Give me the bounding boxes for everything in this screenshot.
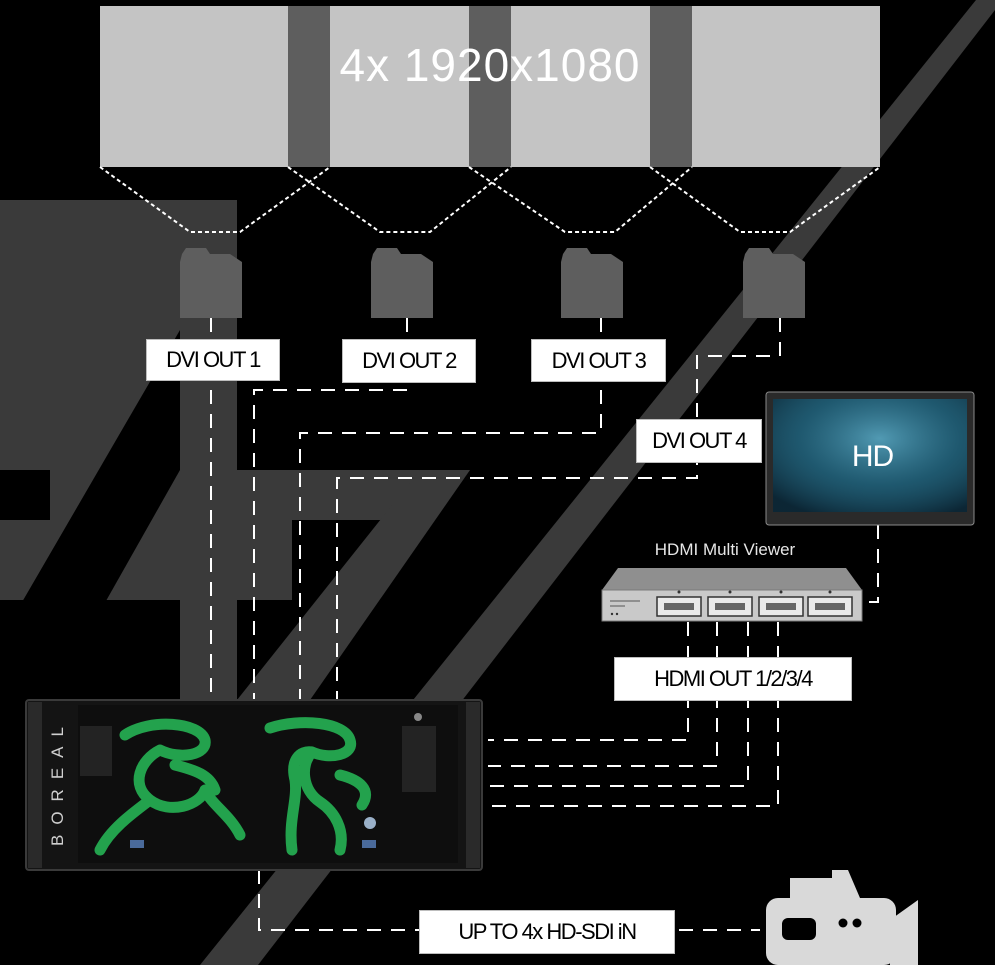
connector-plug-2 [371,248,433,318]
multiviewer-caption: HDMI Multi Viewer [654,540,796,559]
connector-plug-4 [743,248,805,318]
wall-bezel-2 [469,6,511,167]
dvi-out-3-label: DVI OUT 3 [531,339,666,382]
wall-bezel-3 [650,6,692,167]
hd-sdi-input-label: UP TO 4x HD-SDI iN [419,910,675,954]
server-brand-label: BOREAL [48,717,67,847]
connector-plug-1 [180,248,242,318]
connector-plug-3 [561,248,623,318]
video-wall-title: 4x 1920x1080 [339,39,641,91]
hdmi-port-4 [807,590,853,617]
hdmi-port-1 [656,590,702,617]
hdmi-port-2 [707,590,753,617]
boreal-logo [94,717,372,856]
hdmi-port-3 [758,590,804,617]
media-server [25,699,483,871]
vent-right [402,726,436,792]
projection-lines [99,166,881,233]
power-button [364,817,376,829]
connector-plugs [180,248,805,318]
hd-monitor [765,391,975,526]
hdmi-multiviewer [601,568,863,622]
dvi-out-4-label: DVI OUT 4 [636,419,762,463]
video-wall [100,6,880,167]
camera-lens [782,918,816,940]
camera [766,870,918,965]
hdmi-out-label: HDMI OUT 1/2/3/4 [614,657,852,701]
dvi-out-2-label: DVI OUT 2 [342,339,476,383]
wall-bezel-1 [288,6,330,167]
monitor-hd-label: HD [851,440,894,473]
dvi-out-1-label: DVI OUT 1 [146,339,280,381]
vent-left [80,726,112,776]
